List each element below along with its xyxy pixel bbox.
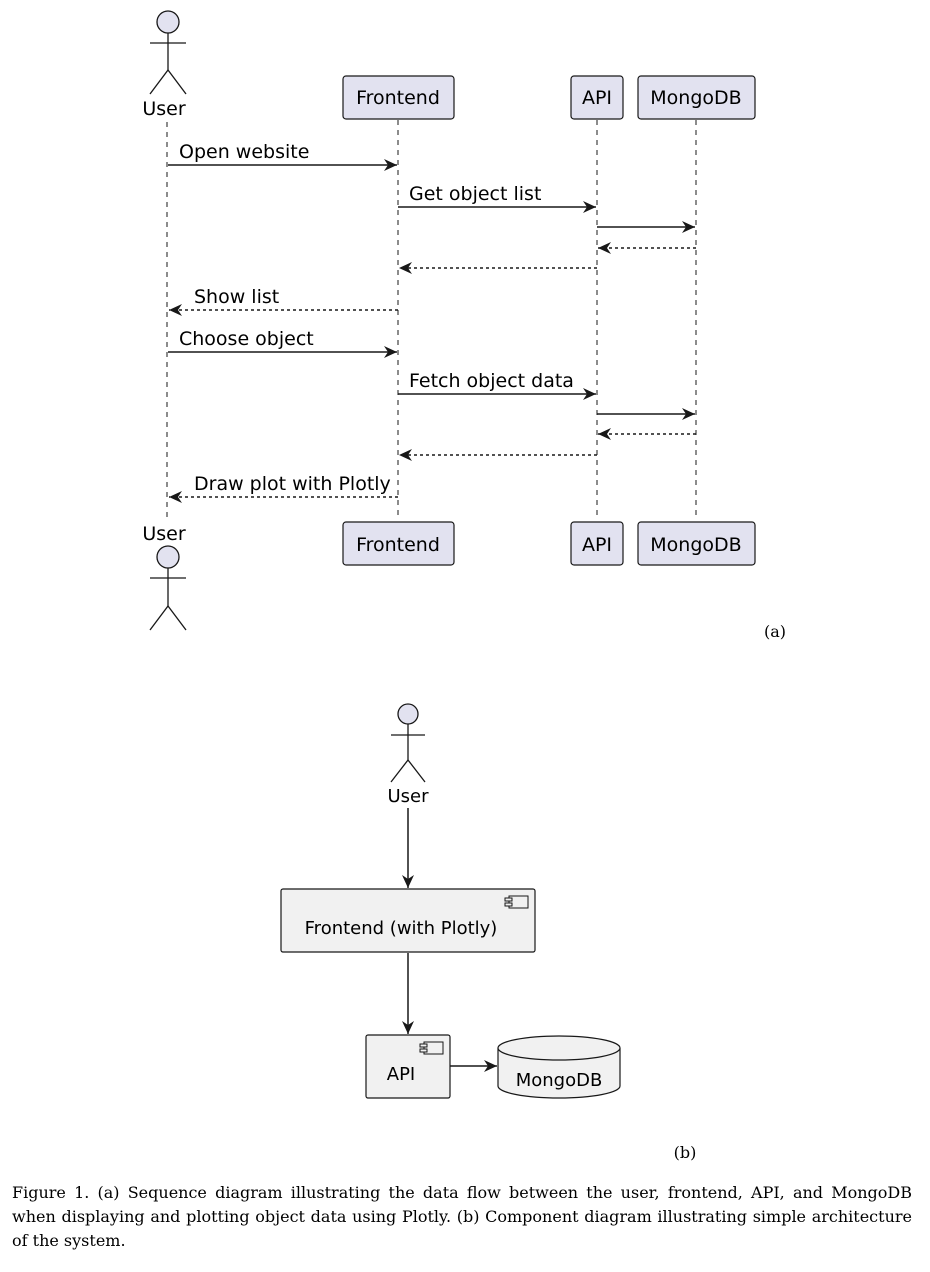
database-mongodb-label: MongoDB	[516, 1070, 603, 1091]
participant-frontend-top: Frontend	[342, 75, 455, 120]
participant-frontend-top-label: Frontend	[356, 87, 440, 109]
component-icon	[504, 895, 529, 909]
message-label: Draw plot with Plotly	[194, 473, 391, 495]
actor-user-bottom: User	[142, 523, 187, 631]
participant-api-bottom: API	[570, 521, 624, 566]
component-diagram: User Frontend (with Plotly) API	[280, 703, 697, 1162]
subfigure-label-a: (a)	[764, 622, 786, 641]
database-mongodb: MongoDB	[497, 1035, 621, 1099]
participant-mongodb-bottom-label: MongoDB	[650, 534, 741, 556]
component-frontend-label: Frontend (with Plotly)	[305, 918, 498, 939]
component-actor-user: User	[387, 703, 429, 807]
component-frontend: Frontend (with Plotly)	[280, 888, 536, 953]
message-label: Get object list	[409, 183, 541, 205]
participant-api-top: API	[570, 75, 624, 120]
component-api: API	[365, 1034, 451, 1099]
message-label: Fetch object data	[409, 370, 574, 392]
participant-mongodb-top-label: MongoDB	[650, 87, 741, 109]
participant-api-top-label: API	[582, 87, 612, 109]
figure-caption: Figure 1. (a) Sequence diagram illustrat…	[12, 1183, 912, 1250]
participant-frontend-bottom-label: Frontend	[356, 534, 440, 556]
participant-mongodb-top: MongoDB	[637, 75, 756, 120]
component-api-label: API	[387, 1064, 415, 1085]
message-label: Show list	[194, 286, 279, 308]
actor-user-top: User	[142, 10, 187, 120]
actor-user-top-label: User	[142, 98, 185, 120]
participant-mongodb-bottom: MongoDB	[637, 521, 756, 566]
participant-frontend-bottom: Frontend	[342, 521, 455, 566]
participant-api-bottom-label: API	[582, 534, 612, 556]
message-label: Open website	[179, 141, 309, 163]
actor-user-bottom-label: User	[142, 523, 185, 545]
component-actor-user-label: User	[387, 786, 429, 807]
sequence-diagram: User Frontend API MongoDB Open websiteGe…	[142, 10, 786, 641]
subfigure-label-b: (b)	[674, 1143, 697, 1162]
message-label: Choose object	[179, 328, 314, 350]
component-icon	[419, 1041, 444, 1055]
